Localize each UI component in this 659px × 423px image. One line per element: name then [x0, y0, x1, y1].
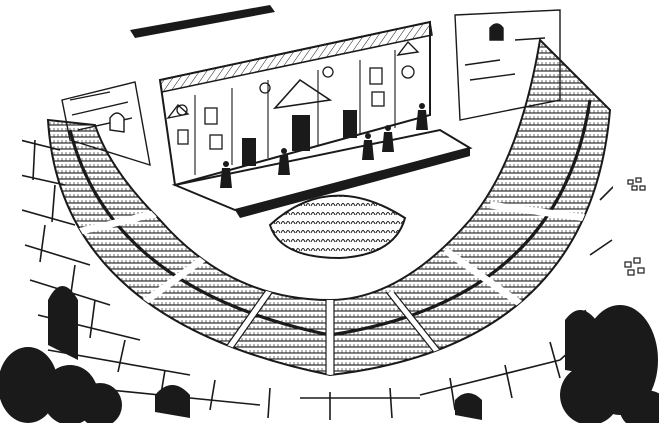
loose-stones: [624, 177, 646, 276]
side-wing-left: [61, 81, 151, 167]
tree-right: [560, 305, 659, 423]
stage-door-right: [343, 110, 357, 138]
top-wall-edge: [130, 5, 275, 38]
side-wing-right: [454, 9, 561, 121]
arched-entrance-center: [155, 385, 190, 418]
stage-door-left: [242, 138, 256, 166]
tree-left: [0, 347, 122, 423]
stage-door-center: [292, 115, 310, 151]
scaenae-frons: [158, 20, 433, 187]
arched-entrance-left: [48, 286, 78, 360]
actors-on-stage: [220, 103, 428, 188]
orchestra: [268, 194, 407, 260]
stage-platform: [171, 128, 473, 218]
